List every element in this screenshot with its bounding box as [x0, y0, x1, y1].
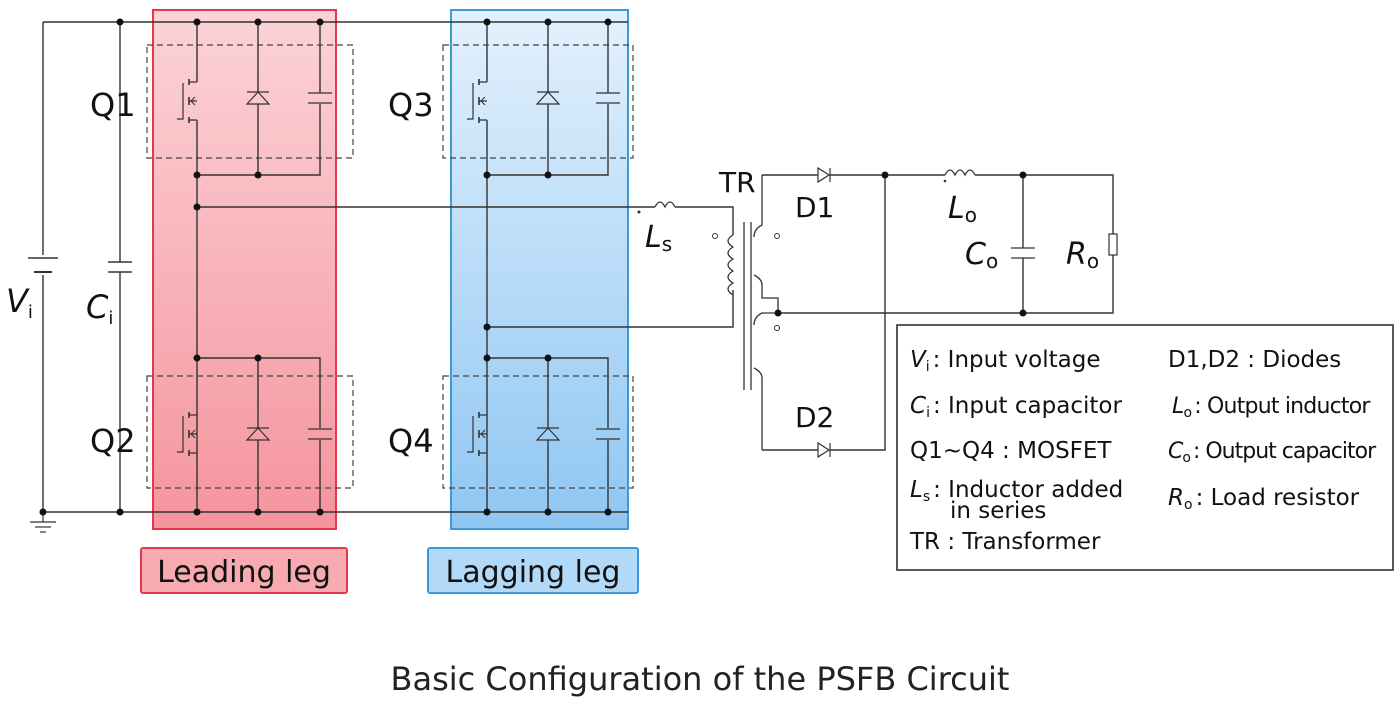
lagging-leg-label: Lagging leg: [446, 555, 621, 590]
junction-dots: [39, 18, 1027, 516]
label-q3: Q3: [388, 86, 434, 124]
label-ls: Ls: [645, 220, 672, 256]
figure-caption: Basic Configuration of the PSFB Circuit: [390, 660, 1010, 698]
label-q4: Q4: [388, 422, 434, 460]
label-ro: Ro: [1066, 237, 1099, 273]
lagging-leg-label-box: [427, 547, 639, 594]
input-capacitor-icon: [108, 261, 132, 273]
legend-ci: Ci: Input capacitor: [910, 393, 1122, 421]
label-ci: Ci: [86, 288, 113, 329]
label-lo: Lo: [948, 191, 977, 227]
legend-q: Q1∼Q4 : MOSFET: [910, 438, 1112, 464]
label-tr: TR: [718, 166, 756, 199]
legend-d: D1,D2 : Diodes: [1168, 347, 1341, 373]
legend-tr: TR : Transformer: [909, 529, 1101, 555]
legend-ls: Ls: Inductor added: [910, 477, 1123, 505]
label-q1: Q1: [90, 86, 136, 124]
leading-leg-label-box: [140, 547, 348, 594]
label-q2: Q2: [90, 422, 136, 460]
lagging-midpoint-wire: [487, 290, 734, 328]
label-d1: D1: [795, 191, 834, 224]
lagging-leg-circuit: [442, 22, 634, 512]
leading-leg-region: [152, 9, 337, 530]
series-inductor-icon: [637, 201, 734, 235]
label-vi: Vi: [6, 282, 33, 323]
label-d2: D2: [795, 401, 834, 434]
dc-source-icon: [28, 257, 58, 273]
legend-lo: Lo: Output inductor: [1172, 394, 1371, 421]
output-capacitor-icon: [1011, 175, 1035, 313]
lagging-leg-region: [450, 9, 629, 530]
legend-vi: Vi: Input voltage: [910, 347, 1101, 375]
legend-co: Co: Output capacitor: [1168, 439, 1377, 466]
output-inductor-icon: [943, 169, 976, 183]
leading-leg-circuit: [146, 22, 354, 512]
legend-ls-line2: in series: [950, 498, 1046, 524]
diode-d2-icon: [817, 441, 831, 459]
diode-d1-icon: [817, 166, 831, 184]
label-co: Co: [965, 237, 998, 273]
transformer-icon: [712, 175, 780, 450]
legend: Vi: Input voltage Ci: Input capacitor Q1…: [896, 324, 1394, 571]
d2-wire: [762, 175, 886, 451]
legend-ro: Ro: Load resistor: [1168, 485, 1360, 513]
leading-leg-label: Leading leg: [157, 555, 331, 590]
load-resistor-icon: [1108, 233, 1118, 256]
